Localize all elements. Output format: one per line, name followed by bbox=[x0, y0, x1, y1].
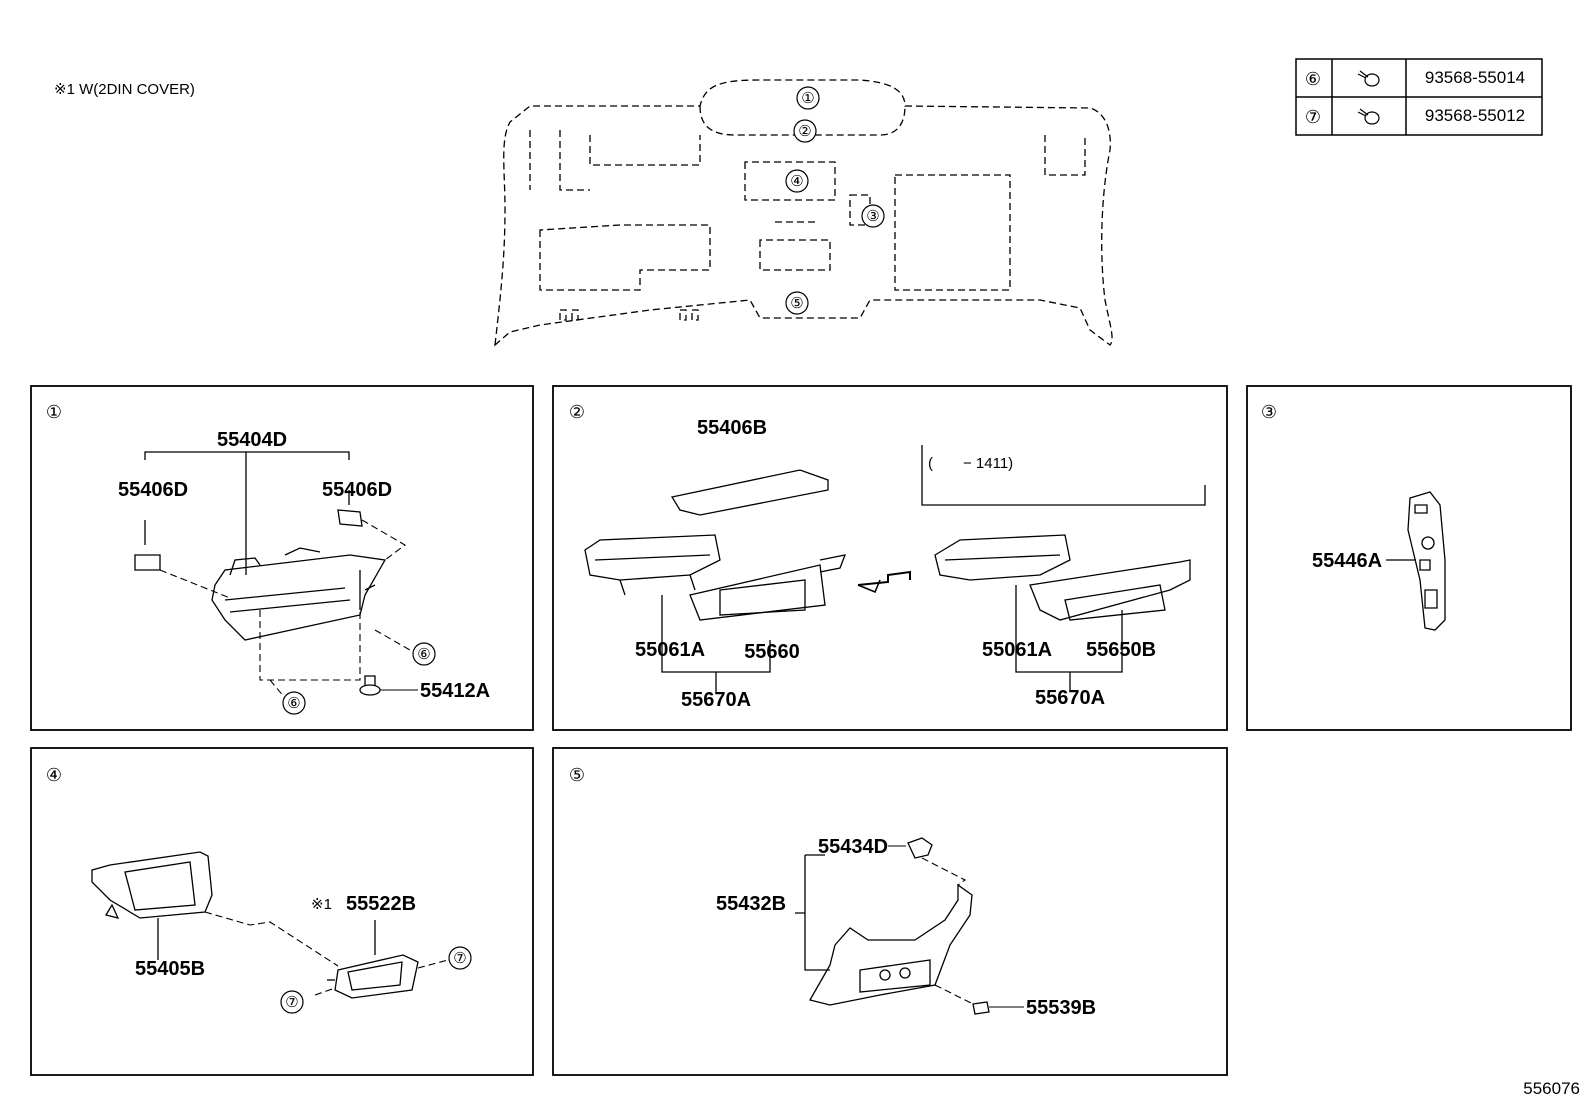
drawing-id: 556076 bbox=[1523, 1079, 1580, 1098]
part-label: 55522B bbox=[346, 893, 416, 915]
panel-1-drawing bbox=[134, 451, 387, 696]
part-label: 55406D bbox=[322, 479, 392, 501]
bolt-icon bbox=[1357, 108, 1380, 125]
ref-label: ⑥ bbox=[287, 695, 300, 712]
ref-label: ⑥ bbox=[417, 646, 430, 663]
panel-2-number: ② bbox=[569, 402, 585, 422]
panel-4-dashes bbox=[204, 911, 449, 996]
part-label: 55404D bbox=[217, 429, 287, 451]
table-row-num: ⑦ bbox=[1305, 107, 1321, 127]
part-label: 55650B bbox=[1086, 639, 1156, 661]
part-label: 55660 bbox=[744, 641, 800, 663]
part-label: 55446A bbox=[1312, 550, 1382, 572]
panel-5-dashes bbox=[921, 857, 974, 1005]
overview-marker-label: ① bbox=[801, 90, 814, 107]
part-label: 55432B bbox=[716, 893, 786, 915]
part-label: 55670A bbox=[1035, 687, 1105, 709]
panel-1-number: ① bbox=[46, 402, 62, 422]
ref-label: ⑦ bbox=[285, 994, 298, 1011]
part-label: 55539B bbox=[1026, 997, 1096, 1019]
ref-circle bbox=[282, 642, 436, 715]
ref-circle bbox=[280, 946, 472, 1014]
part-label: 55434D bbox=[818, 836, 888, 858]
panel-1-dashes bbox=[159, 519, 411, 699]
overview-marker-label: ④ bbox=[790, 173, 803, 190]
table-row-num: ⑥ bbox=[1305, 69, 1321, 89]
panel-4-number: ④ bbox=[46, 765, 62, 785]
table-part-number: 93568-55014 bbox=[1425, 68, 1525, 87]
panel-2-drawing bbox=[584, 445, 1206, 692]
part-label: 55061A bbox=[982, 639, 1052, 661]
panel-4-drawing bbox=[91, 851, 419, 999]
panel-3-drawing bbox=[1386, 491, 1446, 631]
part-label: 55412A bbox=[420, 680, 490, 702]
ref-label: ⑦ bbox=[453, 950, 466, 967]
fastener-table bbox=[1295, 58, 1543, 136]
panel-5-leaders bbox=[888, 845, 1024, 1008]
overview-marker bbox=[785, 86, 885, 315]
note-mark: ※1 bbox=[311, 896, 332, 913]
part-label: 55405B bbox=[135, 958, 205, 980]
bolt-icon bbox=[1357, 70, 1380, 87]
overview-marker-label: ③ bbox=[866, 208, 879, 225]
panel-5-number: ⑤ bbox=[569, 765, 585, 785]
bracket-label: ( − 1411) bbox=[928, 455, 1013, 472]
panel-3-number: ③ bbox=[1261, 402, 1277, 422]
part-label: 55670A bbox=[681, 689, 751, 711]
overview-marker-label: ② bbox=[798, 123, 811, 140]
cover-note: ※1 W(2DIN COVER) bbox=[54, 81, 195, 98]
overview-marker-label: ⑤ bbox=[790, 295, 803, 312]
table-part-number: 93568-55012 bbox=[1425, 106, 1525, 125]
panel-5-drawing bbox=[795, 837, 990, 1015]
part-label: 55406D bbox=[118, 479, 188, 501]
panel-frames bbox=[30, 385, 1572, 1076]
part-label: 55061A bbox=[635, 639, 705, 661]
part-label: 55406B bbox=[697, 417, 767, 439]
